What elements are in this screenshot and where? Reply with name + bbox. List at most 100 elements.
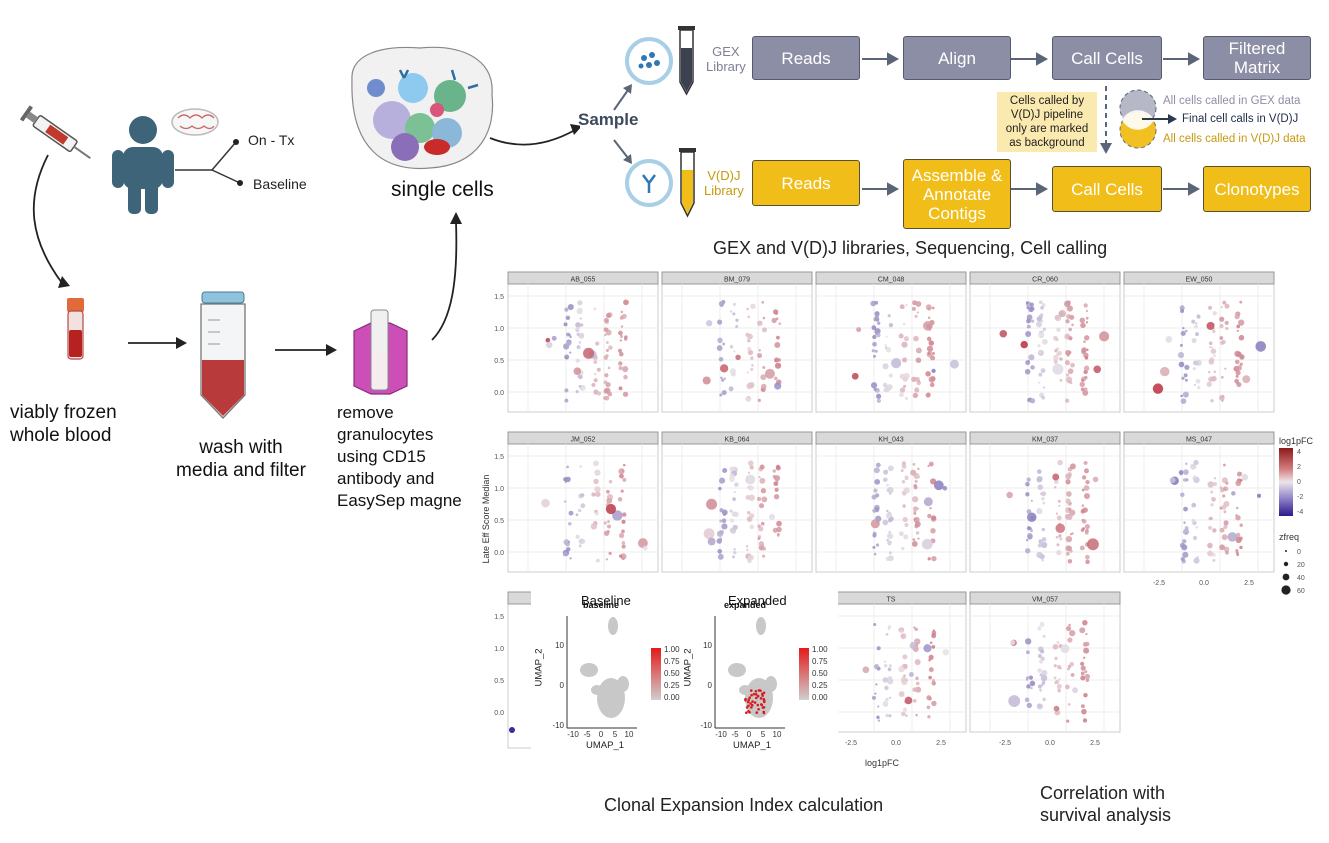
vdj-library-label: V(D)J Library — [704, 168, 744, 198]
y-tick-label: 1.5 — [494, 294, 504, 301]
data-point — [1084, 673, 1091, 680]
data-point — [1056, 515, 1062, 521]
data-point — [1224, 367, 1227, 370]
data-point — [882, 469, 889, 475]
data-point — [1083, 647, 1090, 654]
data-point — [596, 367, 601, 372]
data-point — [1212, 311, 1217, 316]
panel-title: CM_048 — [878, 277, 905, 284]
data-point — [1236, 324, 1241, 329]
data-point — [746, 382, 753, 390]
data-point — [1066, 513, 1073, 520]
x-tick-label: -2.5 — [999, 740, 1011, 747]
data-point — [928, 340, 935, 346]
data-point — [563, 500, 567, 503]
data-point — [761, 300, 765, 304]
data-point — [876, 398, 881, 403]
on-tx-label: On - Tx — [248, 132, 295, 148]
data-point — [605, 381, 611, 388]
data-point — [595, 341, 600, 346]
data-point — [707, 537, 716, 546]
data-point — [1053, 359, 1058, 364]
data-point — [1066, 305, 1073, 312]
data-point — [1081, 504, 1085, 508]
data-point — [885, 556, 891, 561]
data-point — [1093, 365, 1102, 374]
data-point — [949, 359, 959, 369]
data-point — [1054, 656, 1058, 661]
data-point — [1039, 621, 1045, 628]
data-point — [1055, 523, 1066, 534]
gex-step-call-cells: Call Cells — [1052, 36, 1162, 80]
umap-legend-tick: 0.25 — [664, 681, 680, 690]
data-point — [593, 307, 597, 311]
wash-label: wash with media and filter — [176, 437, 306, 481]
data-point — [734, 482, 739, 487]
data-point — [565, 542, 570, 547]
data-point — [876, 715, 880, 720]
data-point — [622, 512, 627, 517]
data-point — [903, 372, 910, 379]
data-point — [1059, 357, 1063, 361]
data-point — [564, 307, 569, 312]
data-point — [733, 511, 739, 518]
data-point — [1180, 556, 1185, 562]
data-point — [887, 486, 894, 494]
data-point — [1065, 473, 1072, 480]
umap-x-tick: -5 — [583, 730, 591, 739]
data-point — [1065, 625, 1072, 632]
data-point — [762, 554, 766, 558]
data-point — [901, 341, 908, 348]
data-point — [771, 317, 777, 324]
data-point — [1184, 378, 1188, 382]
data-point — [733, 547, 736, 551]
data-point — [729, 344, 734, 349]
data-point — [1223, 463, 1226, 467]
panel-title: KM_037 — [1032, 437, 1058, 444]
data-point — [1195, 332, 1199, 337]
data-point — [1027, 512, 1037, 523]
data-point — [1025, 492, 1030, 497]
data-point — [777, 358, 781, 362]
data-point — [877, 705, 880, 708]
data-point — [1079, 381, 1085, 388]
data-point — [1068, 665, 1072, 669]
data-point — [1182, 327, 1185, 330]
data-point — [608, 345, 613, 350]
data-point — [578, 341, 582, 344]
data-point — [564, 354, 570, 360]
data-point — [1083, 340, 1086, 344]
data-point — [1221, 399, 1224, 402]
umap-x-tick: 5 — [761, 730, 766, 739]
data-point — [885, 633, 889, 636]
umap-y-tick: 10 — [703, 641, 712, 650]
data-point — [875, 543, 880, 547]
data-point — [1029, 680, 1036, 687]
data-point — [545, 341, 553, 349]
data-point — [733, 550, 737, 555]
data-point — [1225, 326, 1229, 331]
data-point — [898, 665, 905, 673]
data-point — [746, 548, 749, 552]
umap-expanded-cell — [759, 697, 763, 700]
data-point — [1059, 378, 1063, 382]
data-point — [1038, 349, 1043, 355]
data-point — [1085, 678, 1090, 682]
data-point — [1036, 321, 1043, 328]
data-point — [1184, 364, 1190, 371]
panel-strip — [1123, 271, 1275, 285]
data-point — [923, 320, 933, 331]
data-point — [1180, 308, 1185, 313]
data-point — [732, 524, 738, 530]
data-point — [1223, 510, 1227, 514]
umap-legend-tick: 0.75 — [812, 657, 828, 666]
data-point — [735, 325, 739, 329]
data-point — [580, 538, 586, 544]
data-point — [1041, 541, 1048, 549]
data-point — [1025, 548, 1031, 554]
falcon-tube-icon — [200, 291, 246, 419]
data-point — [1084, 335, 1090, 341]
data-point — [1256, 493, 1262, 498]
data-point — [1152, 383, 1164, 394]
data-point — [1239, 478, 1243, 482]
